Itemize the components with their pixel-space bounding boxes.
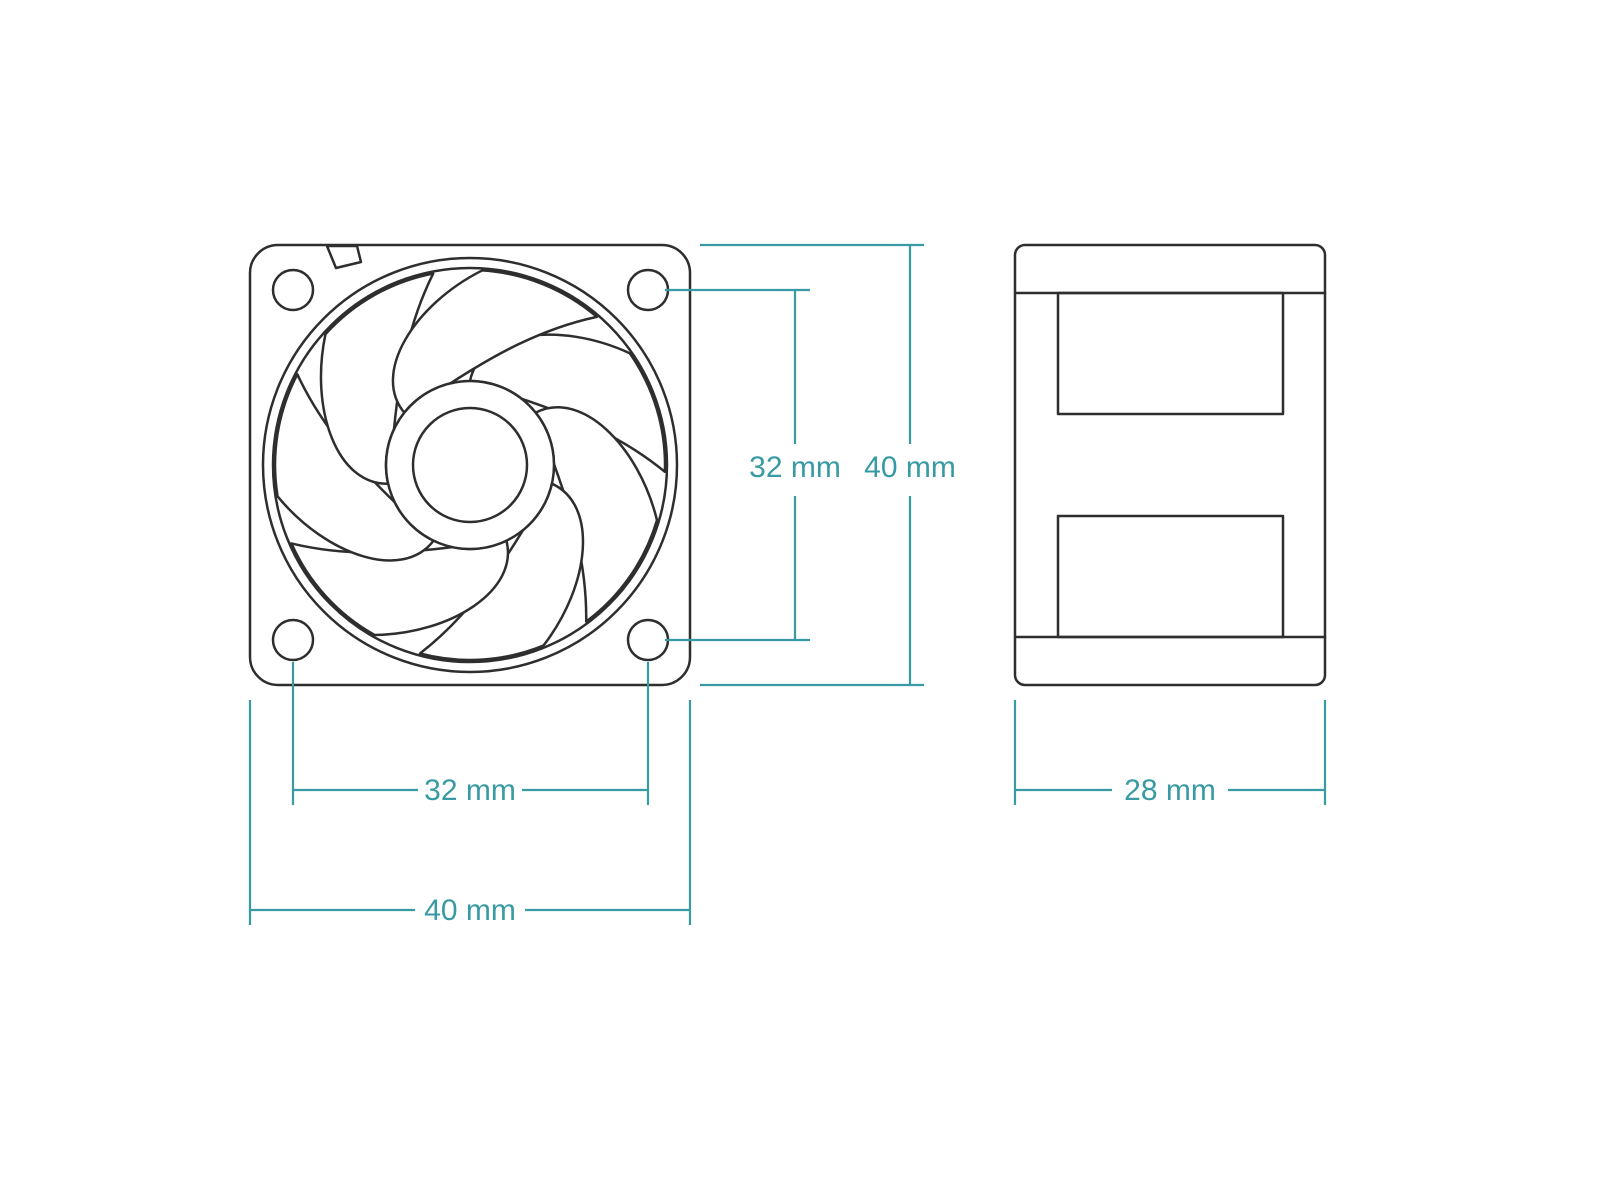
dimension-label: 40 mm [424,894,516,927]
mounting-hole-top-right [626,268,670,312]
frame-notch [325,244,363,270]
dimension-label: 32 mm [424,774,516,807]
mounting-hole-bottom-left [271,618,315,662]
dimension-label: 28 mm [1124,774,1216,807]
dimension-label: 40 mm [864,451,956,484]
fan-hub-inner [411,406,529,524]
fan-opening-outer-ring [261,256,679,674]
dim-side-depth: 28 mm [1013,700,1327,807]
side-upper-window [1056,291,1285,416]
fan-side-view [1013,243,1327,687]
dimensions: 32 mm 40 mm 32 mm [248,243,1327,927]
fan-hub [384,379,556,551]
side-lower-window [1056,514,1285,639]
dim-front-hole-spacing-horizontal: 32 mm [291,662,650,807]
mounting-hole-top-left [271,268,315,312]
dimension-label: 32 mm [749,451,841,484]
dim-front-hole-spacing-vertical: 32 mm [665,288,841,642]
mounting-hole-bottom-right [626,618,670,662]
side-view-body [1013,243,1327,687]
dim-front-height: 40 mm [700,243,956,687]
dim-front-width: 40 mm [248,700,692,927]
fan-opening-inner-ring [271,266,669,664]
fan-frame [248,243,692,687]
fan-front-view [236,230,695,687]
